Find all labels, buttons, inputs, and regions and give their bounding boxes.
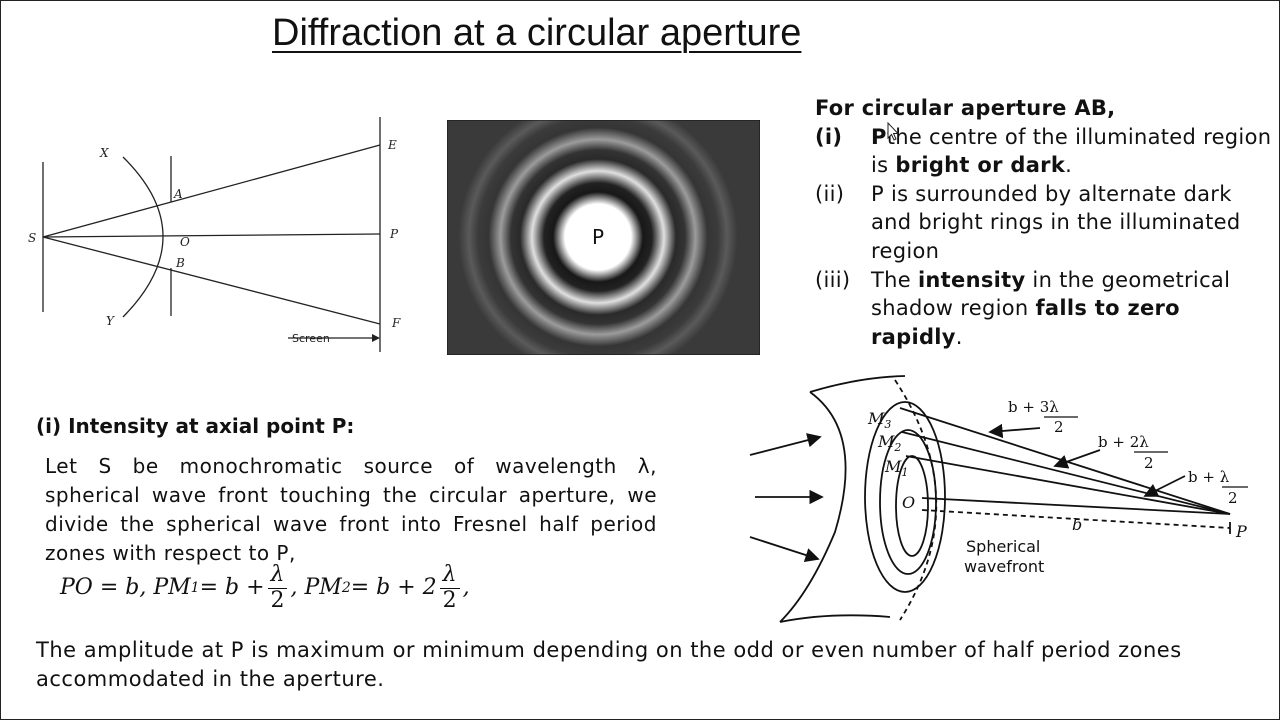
properties-heading: For circular aperture AB,	[815, 96, 1116, 120]
conclusion-text: The amplitude at P is maximum or minimum…	[36, 638, 1182, 691]
item-number: (i)	[815, 124, 843, 149]
label-b-plus-3lambda: b + 3λ	[1008, 398, 1059, 416]
property-item-3: (iii)The intensity in the geometrical sh…	[815, 267, 1231, 349]
mouse-cursor-icon	[887, 122, 900, 141]
fraction-denominator: 2	[1144, 454, 1154, 472]
label-e: E	[387, 138, 397, 152]
half-period-zones-diagram: M3 M2 M1 O b P b + 3λ 2 b + 2λ 2 b + λ 2…	[749, 375, 1248, 623]
label-o: O	[180, 235, 190, 249]
fraction-denominator: 2	[1054, 418, 1064, 436]
label-a: A	[173, 187, 183, 201]
pattern-center-label: P	[592, 225, 604, 249]
label-s: S	[28, 231, 36, 245]
section-heading: (i) Intensity at axial point P:	[36, 414, 355, 438]
label-screen: Screen	[292, 332, 330, 345]
property-item-1: (i)Pthe centre of the illuminated region…	[815, 124, 1272, 178]
aperture-properties-list: For circular aperture AB, (i)Pthe centre…	[815, 94, 1275, 351]
label-y: Y	[106, 314, 115, 328]
label-b: b	[1072, 515, 1082, 534]
label-x: X	[99, 146, 109, 160]
label-o: O	[902, 493, 915, 512]
label-f: F	[391, 316, 401, 330]
label-m2: M2	[877, 432, 901, 454]
slide-title: Diffraction at a circular aperture	[272, 12, 802, 54]
item-number: (ii)	[815, 181, 845, 206]
label-b-plus-lambda: b + λ	[1188, 468, 1230, 486]
label-b-plus-2lambda: b + 2λ	[1098, 433, 1149, 451]
fraction-denominator: 2	[1228, 489, 1238, 507]
item-number: (iii)	[815, 267, 851, 292]
label-p: P	[1235, 522, 1247, 541]
property-item-2: (ii)P is surrounded by alternate dark an…	[815, 181, 1241, 263]
label-m3: M3	[867, 409, 891, 431]
label-wavefront: wavefront	[964, 557, 1044, 576]
label-b: B	[175, 256, 185, 270]
fresnel-paragraph: Let S be monochromatic source of wavelen…	[45, 454, 657, 565]
aperture-geometry-diagram: X Y S A B O E P F Screen	[28, 117, 401, 352]
label-spherical: Spherical	[966, 537, 1040, 556]
label-m1: M1	[884, 457, 908, 479]
diffraction-pattern-image: P	[447, 120, 760, 355]
label-p: P	[389, 227, 399, 241]
